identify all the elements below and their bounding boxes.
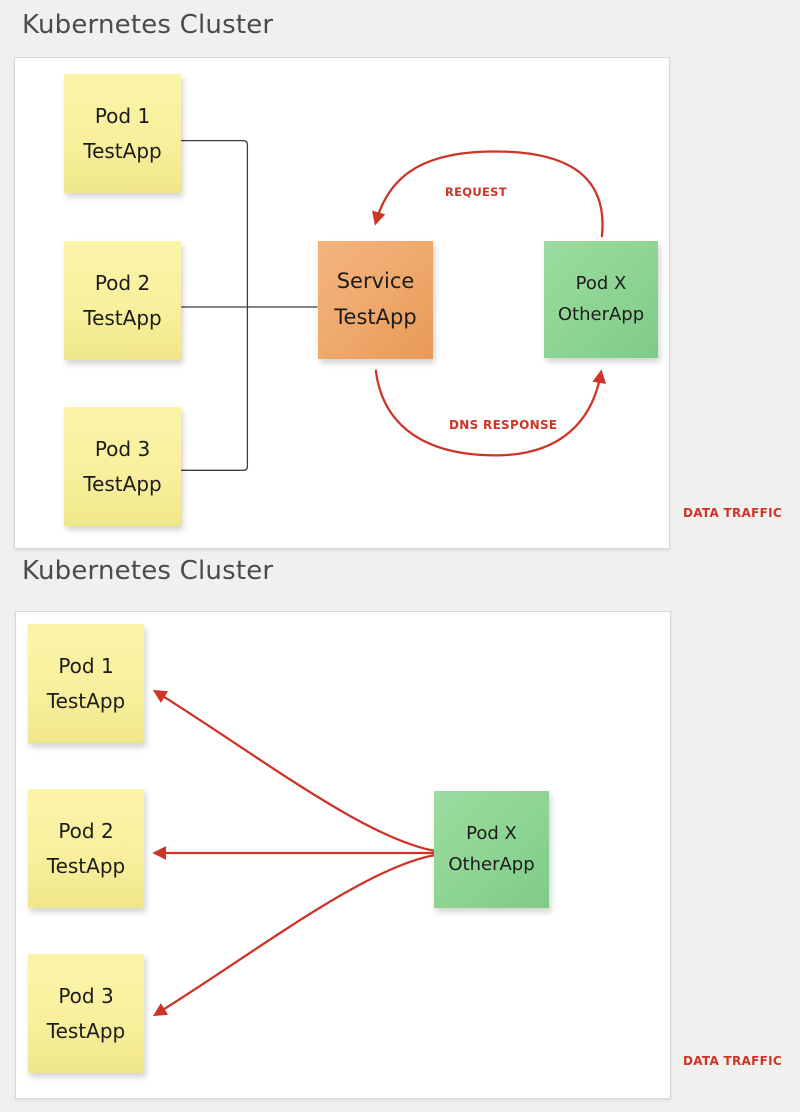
data-traffic-label-1: DATA TRAFFIC [683,506,783,520]
pod3-name: Pod 3 [94,436,151,461]
data-traffic-label-2: DATA TRAFFIC [683,1054,783,1068]
podx-name: Pod X [575,272,627,294]
podx-app: OtherApp [448,853,535,875]
pod1-name: Pod 1 [94,103,151,128]
pod2-name: Pod 2 [94,270,151,295]
pod3-app: TestApp [83,471,162,496]
traffic-arrow-pod3 [152,853,437,1017]
dns-response-label: DNS RESPONSE [449,418,558,432]
pod3-app: TestApp [46,1018,126,1043]
traffic-fanout-arrows [152,689,437,1017]
pod1-name: Pod 1 [58,653,114,678]
pod3-node-2: Pod 3 TestApp [28,954,144,1073]
podx-node-2: Pod X OtherApp [434,791,549,908]
pod2-app: TestApp [46,853,126,878]
pod2-node: Pod 2 TestApp [64,241,181,360]
pod3-name: Pod 3 [58,983,114,1008]
podx-node-1: Pod X OtherApp [544,241,658,358]
pod3-node: Pod 3 TestApp [64,407,181,526]
cluster-title-1: Kubernetes Cluster [22,10,274,40]
cluster-title-2: Kubernetes Cluster [22,556,274,586]
pod2-name: Pod 2 [58,818,114,843]
pod2-node-2: Pod 2 TestApp [28,789,144,908]
traffic-arrow-pod1 [152,689,437,853]
cluster-panel-2: Pod 1 TestApp Pod 2 TestApp Pod 3 TestAp… [15,611,671,1099]
request-label: REQUEST [445,185,507,199]
pod-service-connector-lines [180,140,318,471]
service-app: TestApp [334,305,417,329]
pod1-app: TestApp [83,138,162,163]
dns-response-arrow [374,369,606,457]
cluster-panel-1: Pod 1 TestApp Pod 2 TestApp Pod 3 TestAp… [14,57,670,549]
podx-app: OtherApp [557,303,645,325]
pod2-app: TestApp [83,305,162,330]
pod1-app: TestApp [46,688,126,713]
service-name: Service [336,269,415,294]
pod1-node: Pod 1 TestApp [64,74,181,193]
service-node: Service TestApp [318,241,433,359]
pod1-node-2: Pod 1 TestApp [28,624,144,743]
podx-name: Pod X [466,822,517,844]
